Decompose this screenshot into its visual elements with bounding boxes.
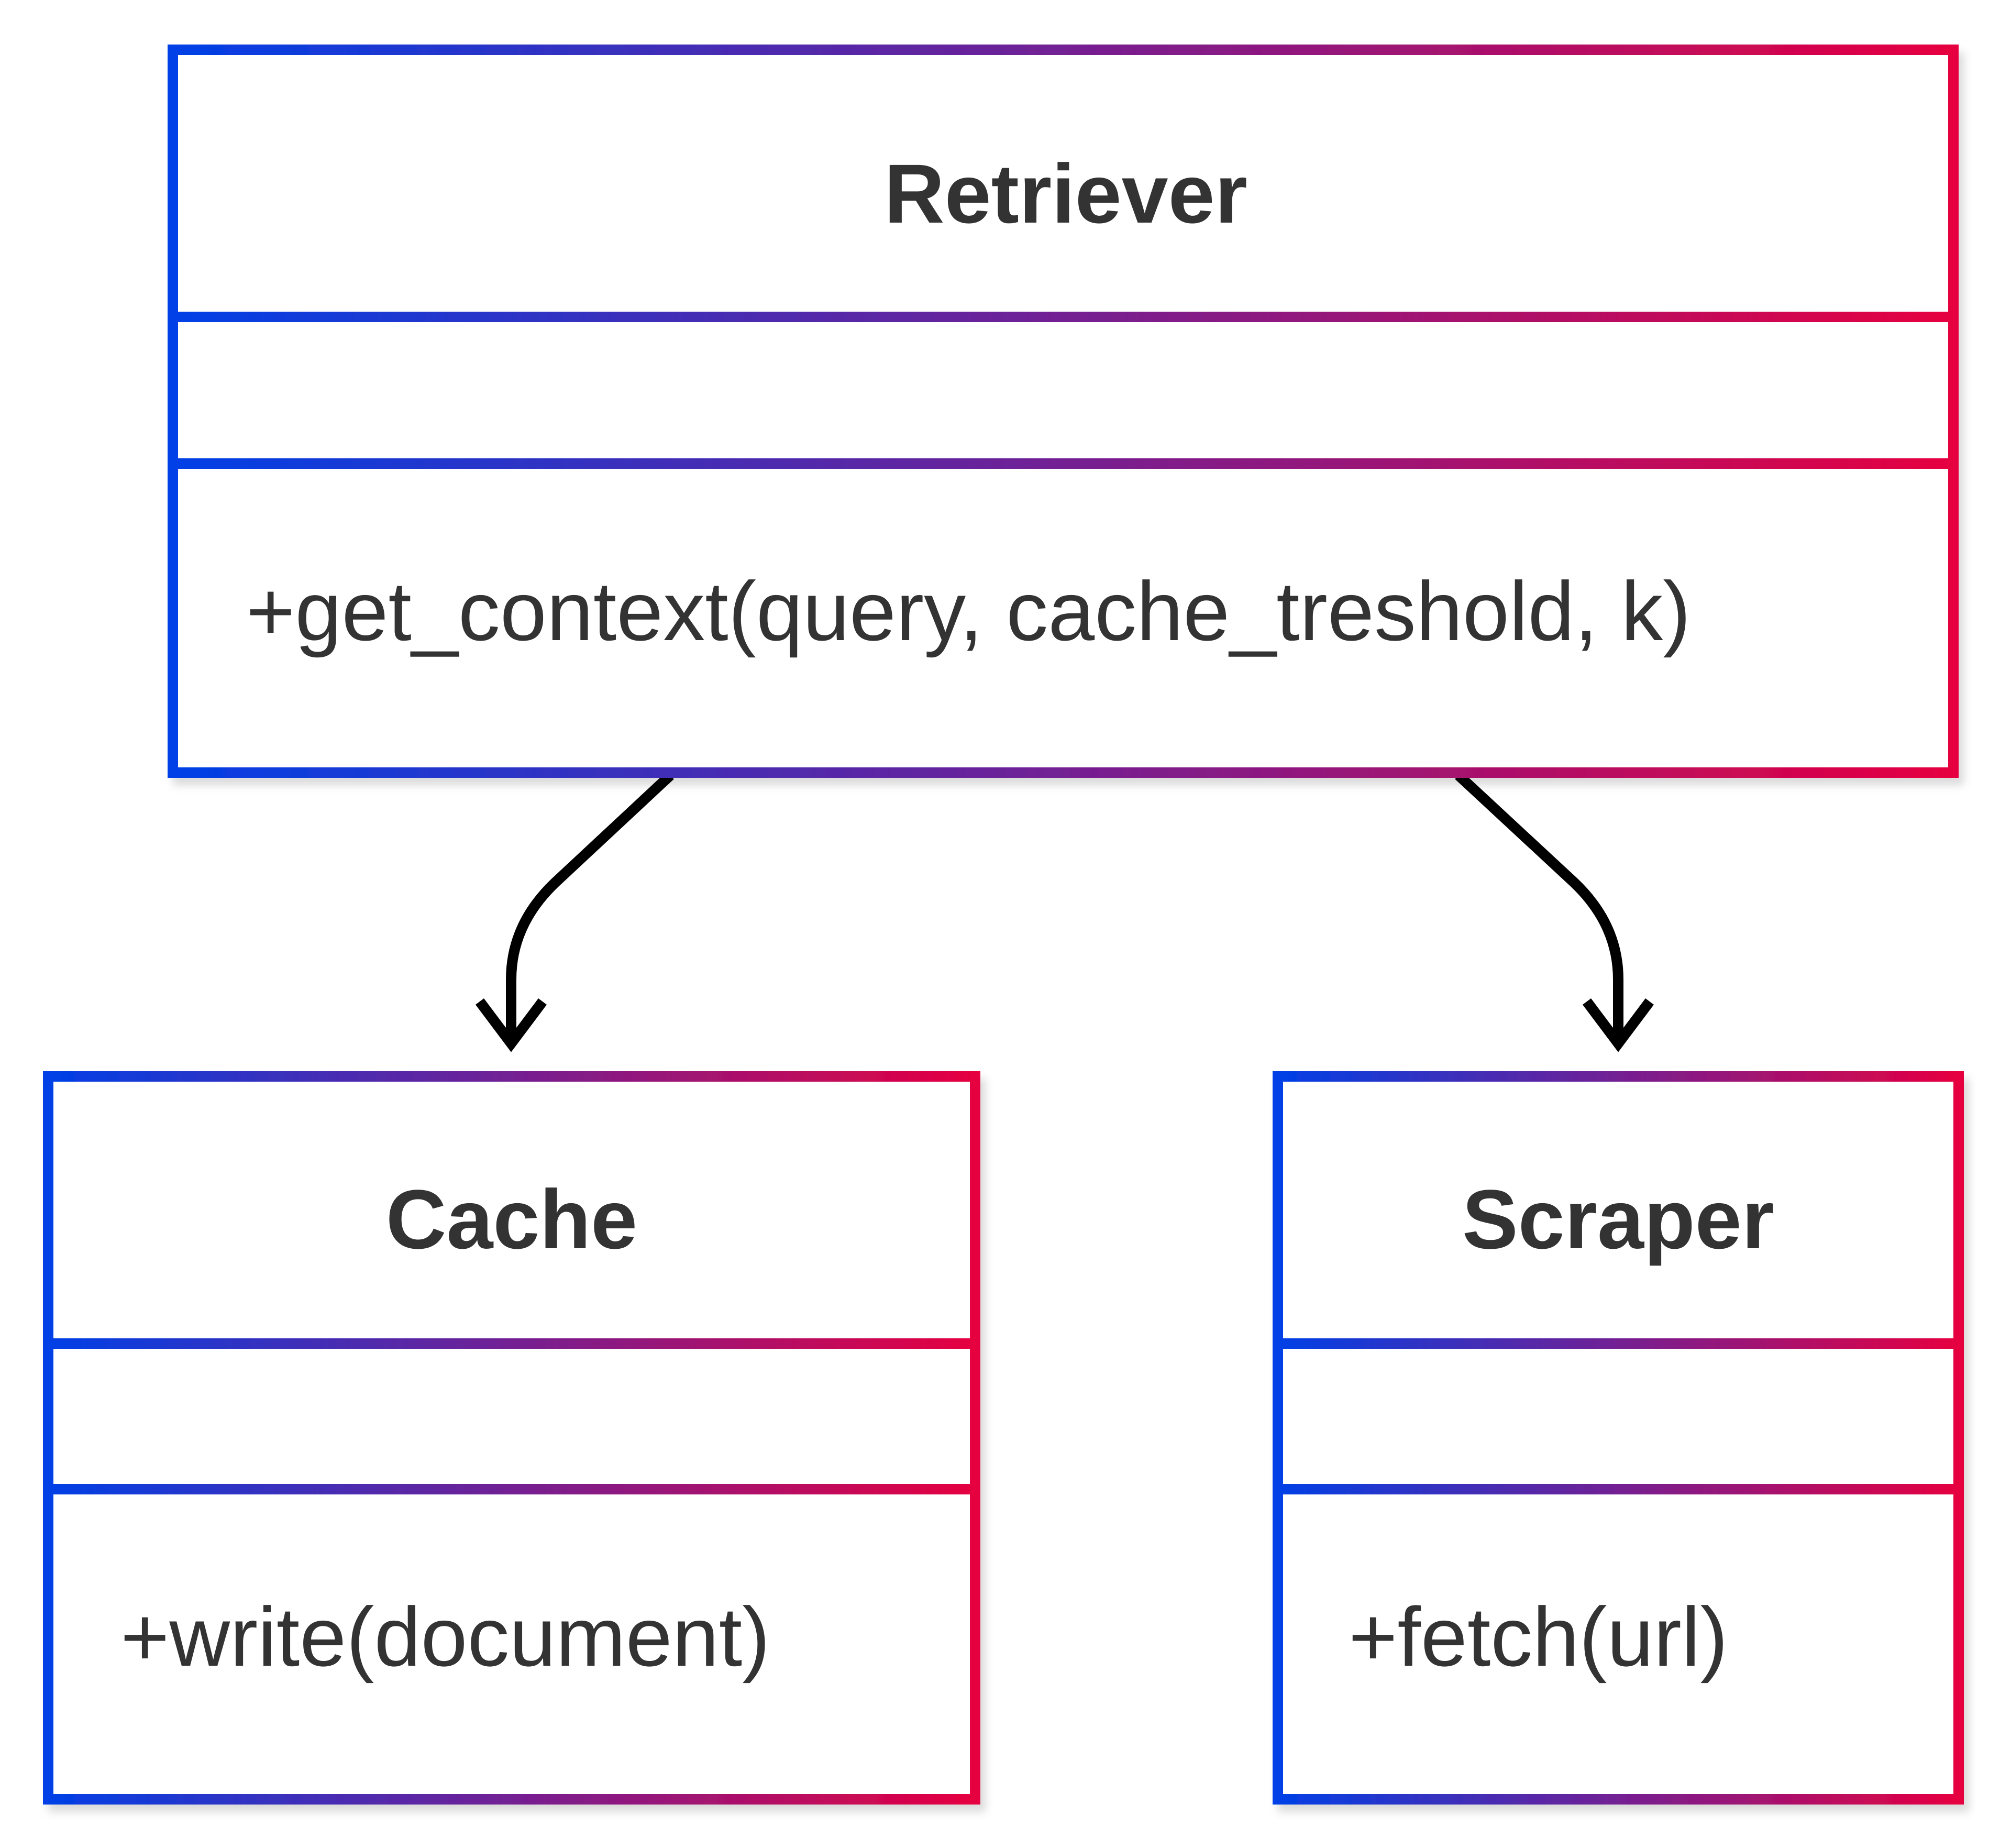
edge-retriever-to-scraper — [1455, 771, 1654, 1052]
arrowhead-open-icon — [476, 998, 547, 1052]
class-box-border — [43, 1071, 980, 1805]
class-method: +write(document) — [120, 1590, 770, 1684]
edge-line-retriever-cache — [506, 771, 674, 1042]
class-method: +get_context(query, cache_treshold, k) — [246, 564, 1691, 658]
edge-line-retriever-scraper — [1455, 771, 1623, 1042]
class-box-cache[interactable]: Cache +write(document) — [43, 1071, 980, 1805]
class-box-scraper[interactable]: Scraper +fetch(url) — [1273, 1071, 1964, 1805]
arrowhead-open-icon — [1583, 998, 1654, 1052]
class-box-border — [168, 45, 1959, 778]
edge-retriever-to-cache — [476, 771, 674, 1052]
class-name-cache: Cache — [386, 1172, 637, 1266]
class-box-retriever[interactable]: Retriever +get_context(query, cache_tres… — [168, 45, 1959, 778]
class-box-border — [1273, 1071, 1964, 1805]
class-method: +fetch(url) — [1349, 1590, 1728, 1684]
class-name-scraper: Scraper — [1462, 1172, 1774, 1266]
class-name-retriever: Retriever — [884, 147, 1247, 240]
